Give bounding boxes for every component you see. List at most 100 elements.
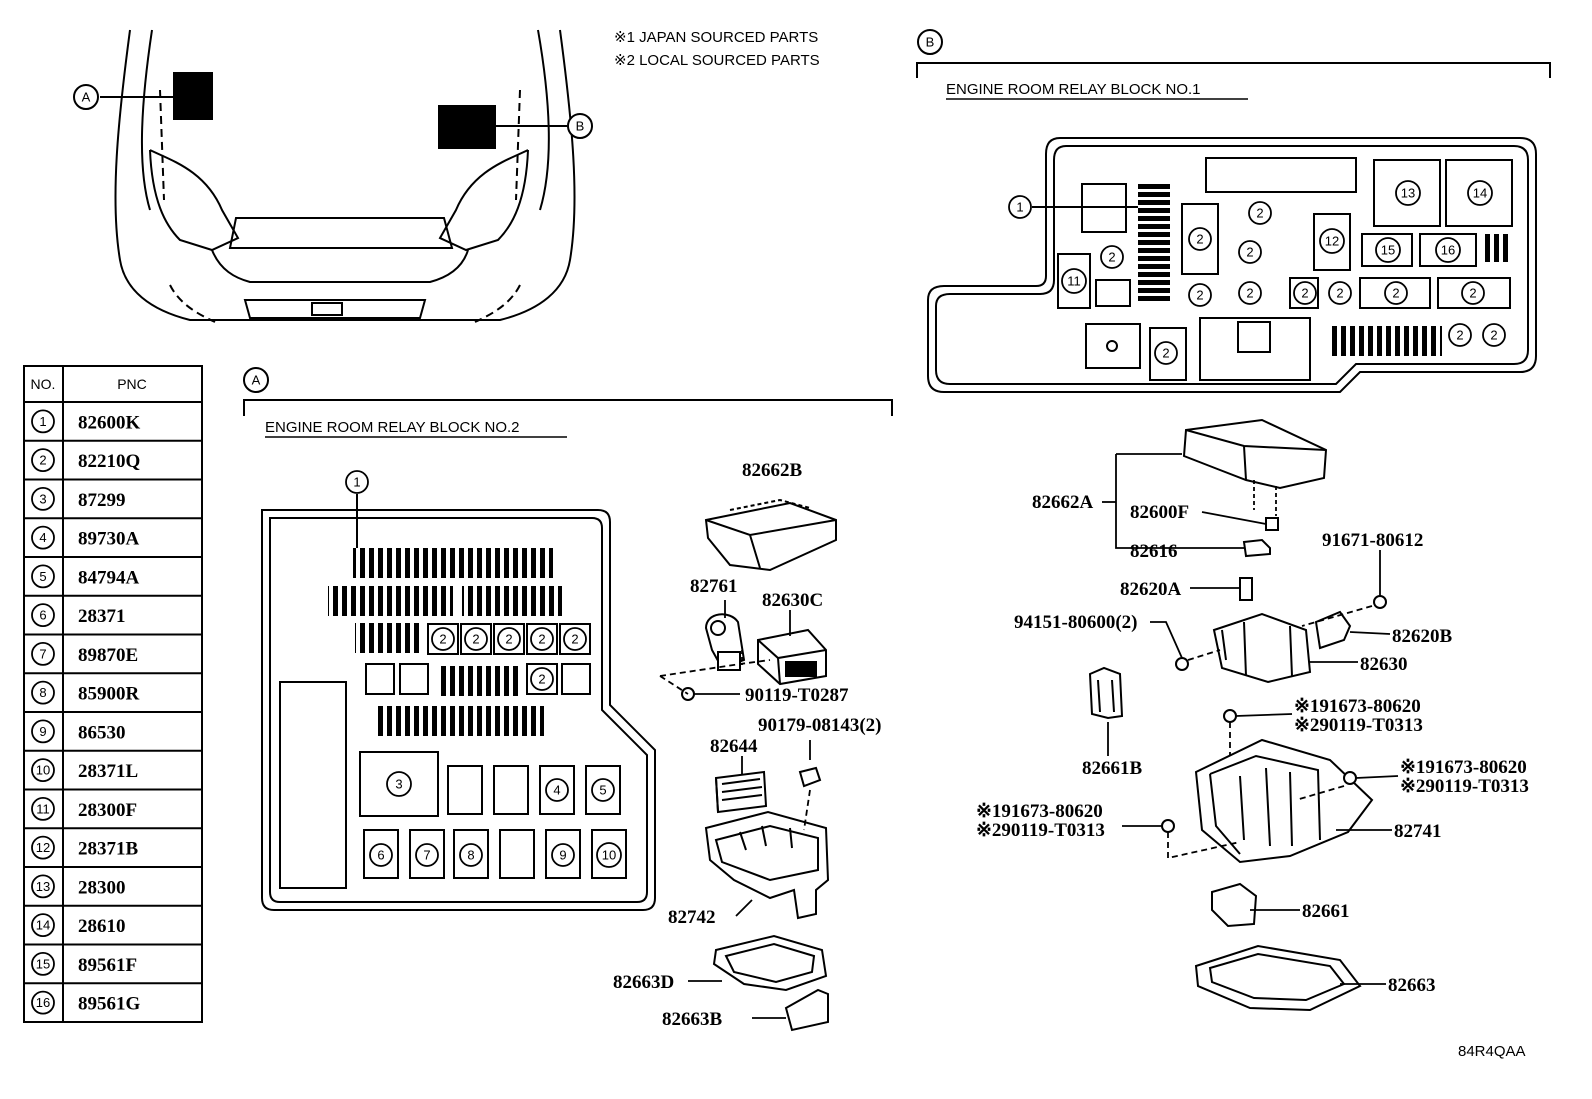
- block-b-2-1-circle: [1188, 227, 1212, 251]
- label-82644: 82644: [710, 736, 758, 757]
- block-a-10-number: 10: [602, 848, 616, 863]
- table-head-no: NO.: [31, 376, 56, 392]
- table-row-pnc: 87299: [78, 490, 126, 511]
- part-82661: [1211, 882, 1258, 928]
- locator-marker-a: [73, 84, 99, 110]
- block-b-14-circle: [1467, 180, 1493, 206]
- table-row-pnc: 82600K: [78, 412, 141, 433]
- table-row-10-circle: [31, 758, 55, 783]
- block-b-2-6-circle: [1293, 281, 1317, 305]
- table-row-16-circle: [31, 990, 55, 1015]
- section-a-marker-label: A: [252, 373, 261, 388]
- block-a-2-3-number: 2: [538, 632, 545, 647]
- label-82630C: 82630C: [762, 590, 823, 611]
- section-b-bracket: [916, 62, 1551, 78]
- part-94151-nut: [1175, 657, 1189, 671]
- block-a-1-number: 1: [353, 475, 360, 490]
- block-b-2-7-circle: [1328, 281, 1352, 305]
- table-row-pnc: 28371: [78, 606, 126, 627]
- section-a-title: ENGINE ROOM RELAY BLOCK NO.2: [265, 419, 520, 436]
- relay-block-a-location: [173, 72, 213, 120]
- table-row-6-circle: [31, 603, 55, 628]
- part-82620B: [1314, 610, 1352, 650]
- part-82662B-cover: [704, 501, 837, 572]
- block-b-2-3-circle: [1100, 245, 1124, 269]
- block-b-2-5-circle: [1238, 281, 1262, 305]
- block-b-2-12-number: 2: [1490, 328, 1497, 343]
- block-a-4-number: 4: [553, 783, 560, 798]
- block-a-5-number: 5: [599, 783, 606, 798]
- block-b-16-circle: [1435, 237, 1461, 263]
- table-row-4-circle: [31, 525, 55, 550]
- table-row-2-number: 2: [39, 453, 46, 468]
- block-b-13-number: 13: [1401, 186, 1415, 201]
- label-90119-T0287: 90119-T0287: [745, 685, 849, 706]
- table-head-pnc: PNC: [117, 376, 147, 392]
- note-japan-sourced: ※1 JAPAN SOURCED PARTS: [614, 29, 818, 46]
- block-b-2-8-circle: [1384, 281, 1408, 305]
- fuse-row-2b: [462, 586, 562, 616]
- block-a-2-2-circle: [497, 627, 521, 651]
- label-82616: 82616: [1130, 541, 1178, 562]
- table-row-8-number: 8: [39, 685, 46, 700]
- table-row-14-number: 14: [36, 918, 50, 933]
- fuse-row-b: [1332, 326, 1442, 356]
- label-s2-90119-T0313-a: ※290119-T0313: [1294, 715, 1423, 736]
- vehicle-front-view: [114, 29, 576, 323]
- relay-block-no1: [927, 137, 1537, 393]
- part-82616: [1242, 538, 1271, 558]
- relay-block-no2: [261, 509, 656, 911]
- section-a-marker: [243, 367, 269, 393]
- label-s2-90119-T0313-b: ※290119-T0313: [1400, 776, 1529, 797]
- block-b-1-number: 1: [1016, 200, 1023, 215]
- table-row-pnc: 82210Q: [78, 451, 140, 472]
- block-a-2-5-circle: [530, 667, 554, 691]
- block-a-2-3-circle: [530, 627, 554, 651]
- block-b-14-number: 14: [1473, 186, 1487, 201]
- label-82661B: 82661B: [1082, 758, 1143, 779]
- part-82663B-bracket: [784, 988, 829, 1032]
- block-b-2-10-circle: [1154, 341, 1178, 365]
- block-b-2-7-number: 2: [1336, 286, 1343, 301]
- table-row-3-circle: [31, 486, 55, 511]
- table-row-3-number: 3: [39, 491, 46, 506]
- label-82662B: 82662B: [742, 460, 803, 481]
- block-b-2-11-number: 2: [1456, 328, 1463, 343]
- part-82662A-cover: [1182, 418, 1328, 490]
- block-b-2-10-number: 2: [1162, 346, 1169, 361]
- label-82620B: 82620B: [1392, 626, 1453, 647]
- fuse-row-2a: [328, 586, 453, 616]
- block-a-8-number: 8: [467, 848, 474, 863]
- block-a-2-2-number: 2: [505, 632, 512, 647]
- block-b-2-12-circle: [1482, 323, 1506, 347]
- table-row-1-circle: [31, 409, 55, 434]
- table-row-5-circle: [31, 564, 55, 589]
- block-a-2-1-circle: [464, 627, 488, 651]
- block-b-2-1-number: 2: [1196, 232, 1203, 247]
- section-a-bracket: [243, 399, 893, 416]
- block-a-9-circle: [551, 843, 575, 867]
- table-row-pnc: 86530: [78, 722, 126, 743]
- section-b-marker-label: B: [926, 35, 935, 50]
- bolt-s1-c: [1161, 819, 1175, 833]
- part-91671-bolt: [1373, 595, 1387, 609]
- block-b-2-4-circle: [1188, 283, 1212, 307]
- part-82742-housing: [704, 810, 830, 920]
- block-a-6-number: 6: [377, 848, 384, 863]
- table-row-pnc: 28371L: [78, 761, 138, 782]
- label-90179-08143: 90179-08143(2): [758, 715, 881, 736]
- table-row-pnc: 28300F: [78, 800, 137, 821]
- block-a-5-circle: [591, 778, 615, 802]
- block-b-1-circle: [1008, 195, 1032, 219]
- fuse-row-4: [440, 666, 520, 696]
- block-b-12-number: 12: [1325, 234, 1339, 249]
- locator-marker-b-label: B: [576, 119, 585, 134]
- parts-a-drawings: [681, 498, 837, 1032]
- fuse-row-5: [374, 706, 544, 736]
- block-b-2-3-number: 2: [1108, 250, 1115, 265]
- parts-b-drawings: [1088, 418, 1387, 1012]
- figure-code: 84R4QAA: [1458, 1043, 1526, 1060]
- part-82630-block: [1212, 612, 1312, 684]
- fuse-pair-b: [1484, 234, 1512, 262]
